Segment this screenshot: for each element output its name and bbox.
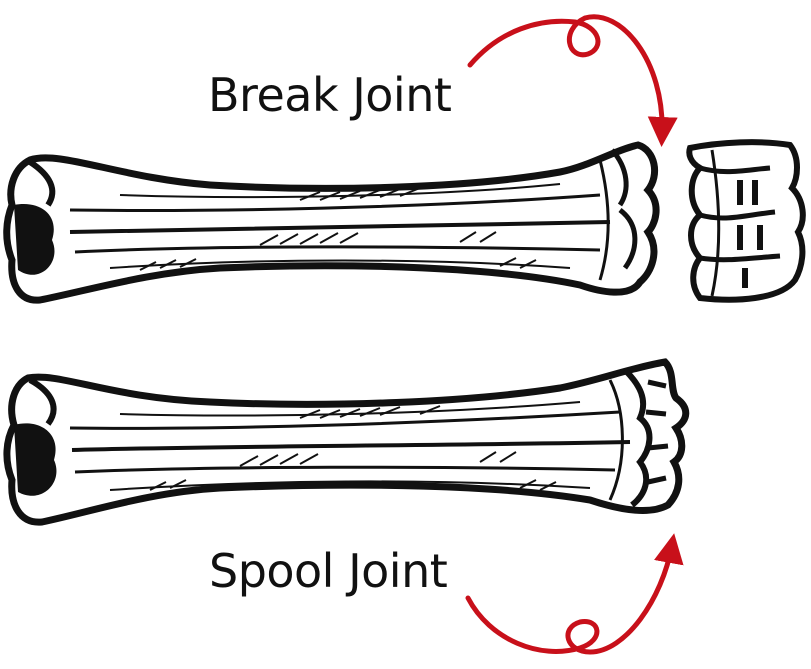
- spool-joint-label: Spool Joint: [209, 544, 447, 598]
- break-joint-arrow: [470, 17, 662, 135]
- bottom-bone-shaft: [7, 362, 686, 522]
- spool-joint-arrow: [468, 545, 672, 652]
- break-joint-piece: [689, 142, 802, 300]
- top-bone-shaft: [7, 145, 656, 300]
- break-joint-label: Break Joint: [208, 68, 451, 122]
